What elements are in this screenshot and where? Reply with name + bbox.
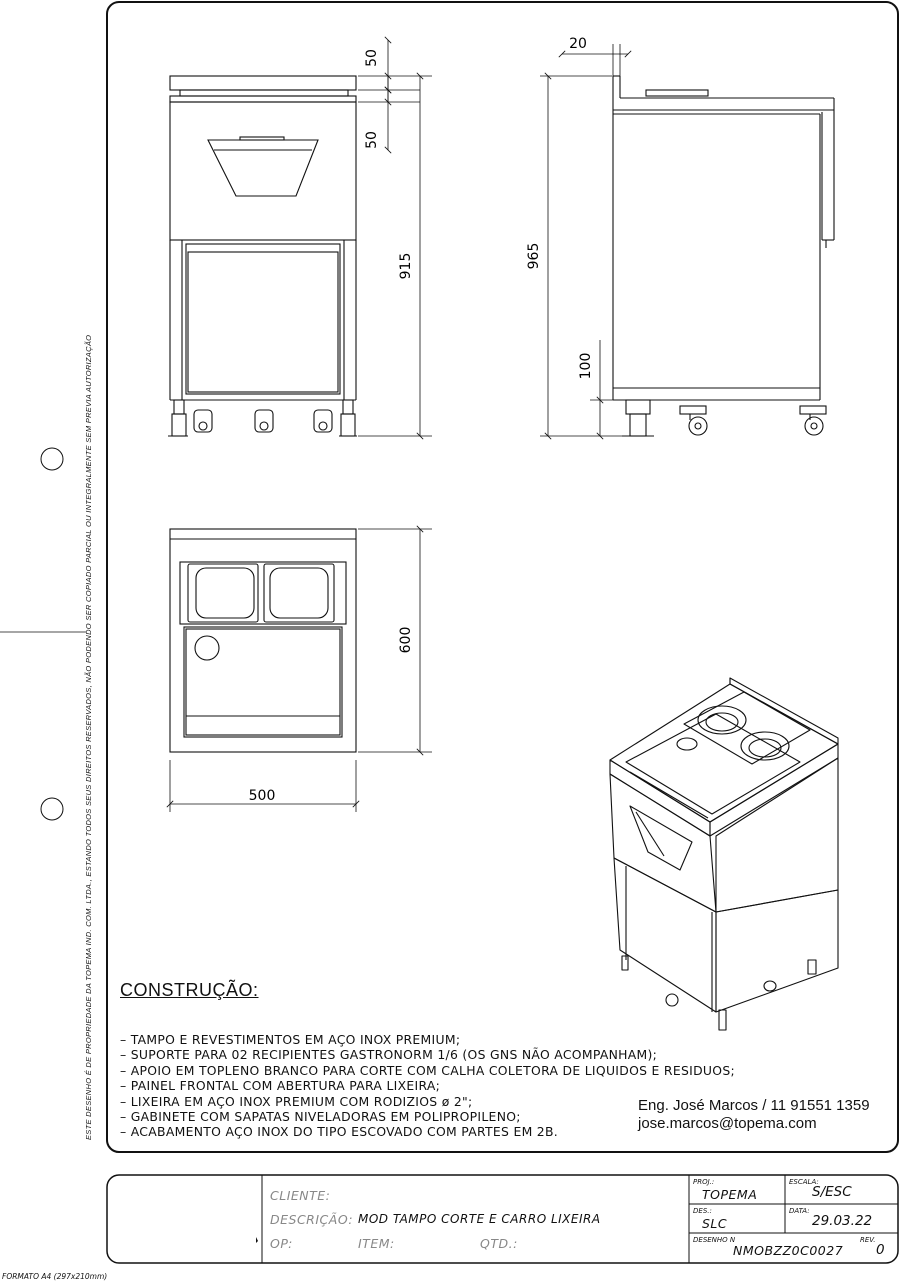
dim-plan-depth: 600 — [398, 627, 414, 654]
plan-dimensions — [166, 525, 432, 812]
dim-side-total: 965 — [526, 243, 542, 270]
title-block — [106, 1174, 899, 1264]
cursor-mark — [256, 1237, 258, 1243]
punch-hole-top — [40, 447, 64, 471]
dim-top-a: 50 — [364, 49, 380, 67]
drafter-value: SLC — [702, 1216, 728, 1231]
side-dimensions — [540, 44, 632, 440]
op-label: OP: — [270, 1236, 293, 1251]
front-view — [168, 75, 357, 437]
list-item: – PAINEL FRONTAL COM ABERTURA PARA LIXEI… — [120, 1078, 441, 1094]
client-label: CLIENTE: — [270, 1188, 331, 1203]
drawing-border — [106, 1, 899, 1153]
list-item: – GABINETE COM SAPATAS NIVELADORAS EM PO… — [120, 1109, 521, 1125]
construction-spec-list: – TAMPO E REVESTIMENTOS EM AÇO INOX PREM… — [120, 1032, 735, 1140]
scale-value: S/ESC — [812, 1184, 852, 1200]
description-label: DESCRIÇÃO: — [270, 1212, 354, 1227]
isometric-view — [609, 677, 839, 1031]
proj-value: TOPEMA — [702, 1187, 758, 1202]
dim-top-b: 50 — [364, 131, 380, 149]
engineer-name-phone: Eng. José Marcos / 11 91551 1359 — [638, 1097, 870, 1114]
revision-value: 0 — [876, 1242, 885, 1258]
list-item: – LIXEIRA EM AÇO INOX PREMIUM COM RODIZI… — [120, 1093, 473, 1109]
drafter-label: DES.: — [693, 1207, 712, 1215]
side-view — [612, 75, 835, 437]
dim-side-base: 100 — [578, 353, 594, 380]
dim-plan-width: 500 — [249, 788, 276, 804]
qty-label: QTD.: — [480, 1236, 518, 1251]
engineer-email: jose.marcos@topema.com — [638, 1115, 817, 1132]
drawing-number-value: NMOBZZ0C0027 — [733, 1243, 844, 1258]
revision-label: REV. — [860, 1236, 876, 1244]
copyright-note: ESTE DESENHO É DE PROPRIEDADE DA TOPEMA … — [84, 334, 93, 1140]
description-value: MOD TAMPO CORTE E CARRO LIXEIRA — [358, 1212, 601, 1226]
dim-side-top: 20 — [569, 36, 587, 52]
item-label: ITEM: — [358, 1236, 395, 1251]
proj-label: PROJ.: — [693, 1178, 715, 1186]
date-label: DATA: — [789, 1207, 810, 1215]
scale-label: ESCALA: — [789, 1178, 819, 1186]
format-note: FORMATO A4 (297x210mm) — [2, 1272, 108, 1281]
list-item: – SUPORTE PARA 02 RECIPIENTES GASTRONORM… — [120, 1047, 658, 1063]
front-dimensions — [358, 36, 432, 440]
drawing-number-label: DESENHO N — [693, 1236, 736, 1244]
list-item: – TAMPO E REVESTIMENTOS EM AÇO INOX PREM… — [120, 1032, 461, 1047]
dim-front-height: 915 — [398, 253, 414, 280]
list-item: – ACABAMENTO AÇO INOX DO TIPO ESCOVADO C… — [120, 1124, 559, 1140]
plan-view — [169, 528, 357, 753]
construction-title: CONSTRUÇÃO: — [120, 980, 259, 1000]
engineer-contact: Eng. José Marcos / 11 91551 1359 jose.ma… — [638, 1097, 870, 1133]
date-value: 29.03.22 — [812, 1213, 873, 1229]
list-item: – APOIO EM TOPLENO BRANCO PARA CORTE COM… — [120, 1062, 735, 1078]
punch-hole-bottom — [40, 797, 64, 821]
